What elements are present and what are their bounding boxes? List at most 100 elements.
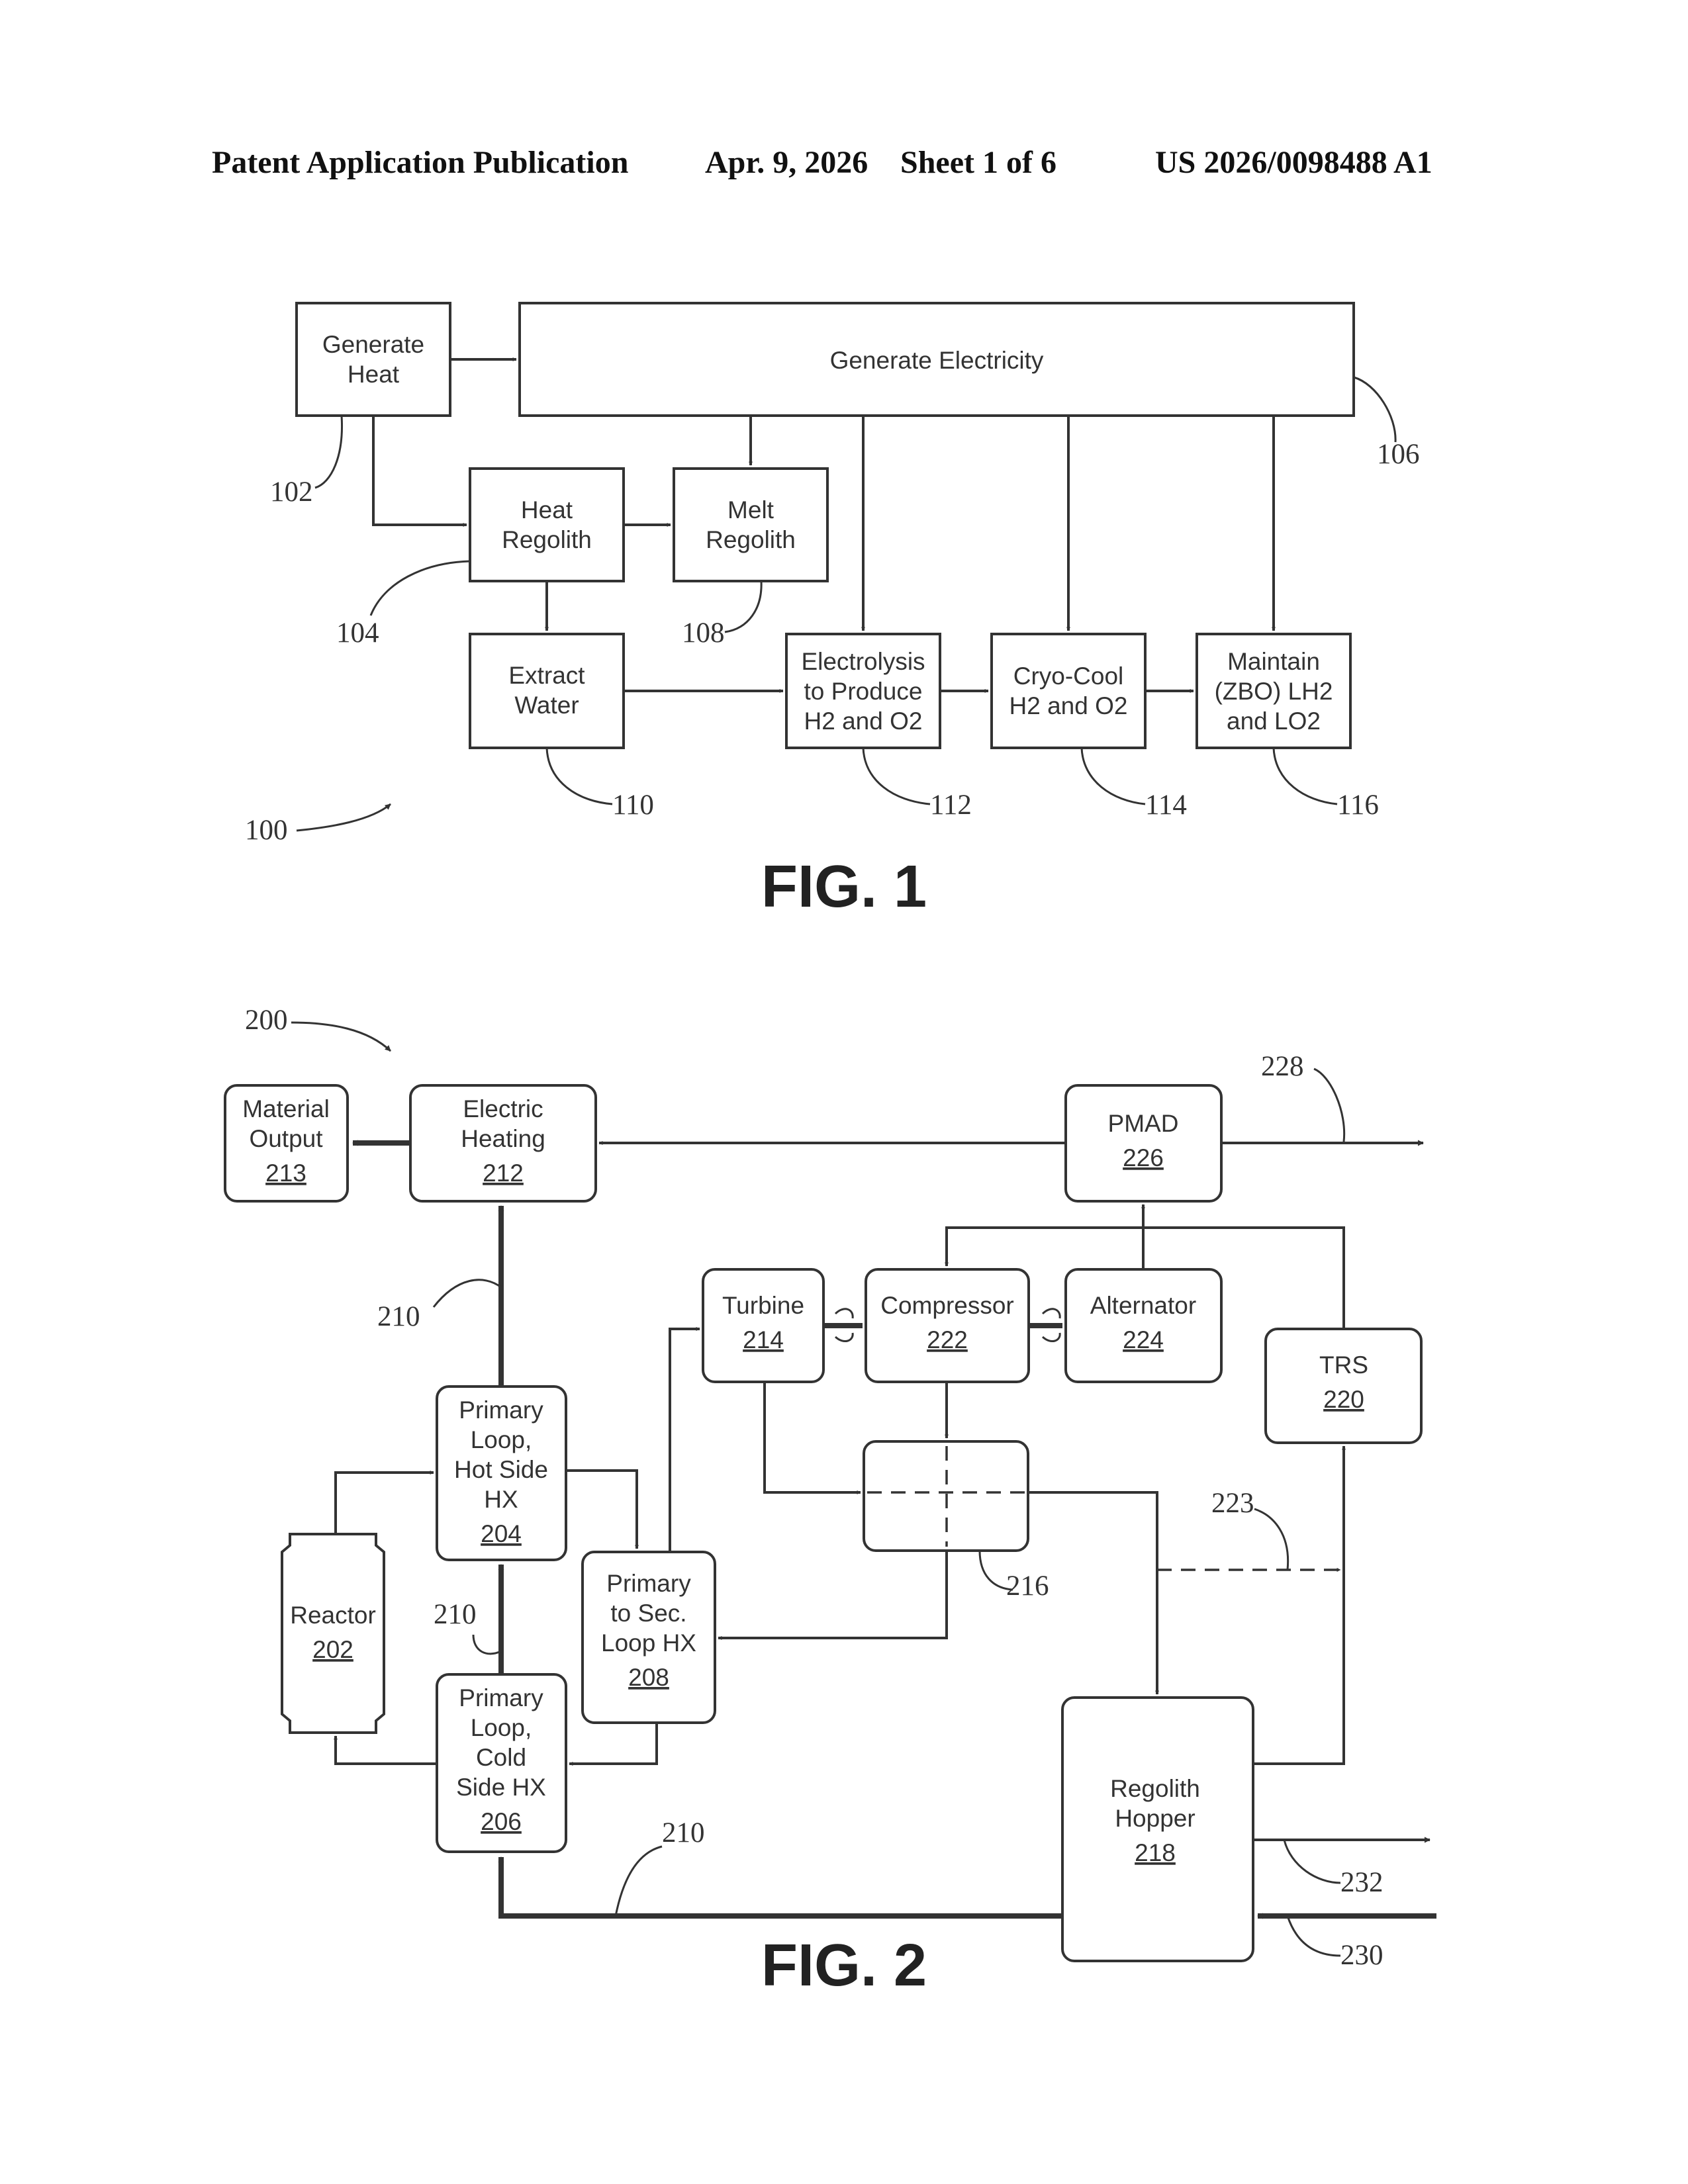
fig1-text-electrolysis-2: to Produce <box>804 678 923 705</box>
fig1-lead-102 <box>315 416 342 488</box>
fig2-text-hopper-1: Regolith <box>1110 1775 1200 1802</box>
fig2-lead-228 <box>1314 1069 1344 1142</box>
fig2-text-hot-side-1: Primary <box>459 1396 543 1424</box>
fig1-text-heat-regolith-1: Heat <box>521 496 573 523</box>
fig2-text-hot-side-4: HX <box>484 1486 518 1513</box>
fig2-arrow-cold-to-reactor <box>336 1736 437 1764</box>
fig1-lead-110 <box>547 748 612 804</box>
fig1-lead-106 <box>1354 377 1395 442</box>
fig2-arrow-recup-to-psx <box>718 1551 947 1638</box>
fig1-lead-108 <box>725 581 761 632</box>
fig2-box-pmad <box>1066 1085 1221 1201</box>
fig2-text-material-output-1: Material <box>242 1095 330 1122</box>
fig2-text-compressor: Compressor <box>880 1292 1014 1319</box>
fig2-text-trs: TRS <box>1319 1351 1368 1379</box>
fig1-box-generate-heat <box>297 303 450 416</box>
fig2-arrow-turbine-to-recup <box>765 1382 861 1492</box>
fig2-lead-230 <box>1288 1916 1340 1956</box>
fig2-arrow-hot-to-psx <box>566 1471 637 1549</box>
fig2-ref-232: 232 <box>1340 1867 1383 1898</box>
fig2-text-turbine: Turbine <box>722 1292 804 1319</box>
fig2-lead-223 <box>1254 1509 1288 1570</box>
fig2-diagram: Material Output 213 Electric Heating 212… <box>225 1005 1436 1999</box>
fig2-text-hopper-2: Hopper <box>1115 1805 1195 1832</box>
fig2-text-alternator: Alternator <box>1090 1292 1196 1319</box>
fig1-box-melt-regolith <box>674 469 827 581</box>
fig2-ref-222: 222 <box>927 1326 968 1353</box>
fig2-ref-218: 218 <box>1135 1839 1176 1866</box>
fig1-ref-106: 106 <box>1377 439 1420 470</box>
fig2-text-electric-heating-2: Heating <box>461 1125 545 1152</box>
fig2-rotation-1 <box>835 1309 853 1318</box>
fig2-arrow-hopper-to-trs <box>1253 1446 1344 1764</box>
fig1-ref-100: 100 <box>245 815 288 846</box>
fig2-box-alternator <box>1066 1269 1221 1382</box>
fig1-text-maintain-2: (ZBO) LH2 <box>1215 678 1333 705</box>
fig2-lead-232 <box>1284 1840 1340 1883</box>
fig1-caption: FIG. 1 <box>761 854 927 920</box>
fig1-ref-110: 110 <box>612 790 654 821</box>
fig1-box-heat-regolith <box>470 469 624 581</box>
fig2-arrow-psx-to-cold <box>569 1723 657 1764</box>
fig2-ref-220: 220 <box>1323 1386 1364 1413</box>
fig2-lead-210-b <box>473 1635 501 1654</box>
fig1-box-extract-water <box>470 634 624 748</box>
fig2-box-turbine <box>703 1269 823 1382</box>
fig2-text-electric-heating-1: Electric <box>463 1095 543 1122</box>
fig2-box-reactor <box>282 1534 384 1733</box>
fig1-lead-114 <box>1082 748 1145 804</box>
fig2-text-cold-side-4: Side HX <box>456 1774 546 1801</box>
fig2-ref-204: 204 <box>481 1520 522 1547</box>
fig2-rotation-4 <box>1043 1333 1060 1342</box>
fig2-ref-210-c: 210 <box>662 1817 705 1848</box>
fig1-ref-112: 112 <box>930 790 972 821</box>
fig2-ref-214: 214 <box>743 1326 784 1353</box>
fig2-text-cold-side-2: Loop, <box>471 1714 532 1741</box>
fig2-text-psx-1: Primary <box>606 1570 691 1597</box>
fig2-lead-210-c <box>616 1846 662 1916</box>
fig1-text-extract-water-2: Water <box>514 692 579 719</box>
fig2-ref-210-b: 210 <box>434 1599 477 1630</box>
fig1-text-maintain-3: and LO2 <box>1227 707 1321 735</box>
fig2-ref-210-a: 210 <box>377 1301 420 1332</box>
fig1-text-electrolysis-1: Electrolysis <box>801 648 925 675</box>
fig2-text-cold-side-3: Cold <box>476 1744 526 1771</box>
fig2-arrow-hopper-to-cold <box>501 1857 1062 1916</box>
fig2-arrow-psx-to-turbine <box>670 1329 700 1552</box>
fig1-text-cryo-cool-2: H2 and O2 <box>1009 692 1128 719</box>
fig1-text-melt-regolith-1: Melt <box>727 496 774 523</box>
fig1-text-maintain-1: Maintain <box>1227 648 1320 675</box>
fig1-text-heat-regolith-2: Regolith <box>502 526 592 553</box>
fig2-text-hot-side-2: Loop, <box>471 1426 532 1453</box>
fig2-arrow-reactor-to-hot <box>336 1473 434 1534</box>
fig1-ref-114: 114 <box>1145 790 1187 821</box>
fig2-rotation-2 <box>835 1333 853 1342</box>
fig1-ref-116: 116 <box>1337 790 1379 821</box>
fig2-ref-216: 216 <box>1006 1570 1049 1602</box>
fig2-text-psx-3: Loop HX <box>601 1629 696 1657</box>
fig2-text-psx-2: to Sec. <box>610 1600 686 1627</box>
fig2-ref-213: 213 <box>265 1160 306 1187</box>
fig1-text-melt-regolith-2: Regolith <box>706 526 796 553</box>
fig1-box-cryo-cool <box>992 634 1145 748</box>
fig1-lead-100 <box>297 804 391 831</box>
fig1-ref-104: 104 <box>336 617 379 649</box>
fig2-text-hot-side-3: Hot Side <box>454 1456 548 1483</box>
fig2-box-compressor <box>866 1269 1029 1382</box>
fig1-text-generate-heat-2: Heat <box>348 361 400 388</box>
fig2-lead-200 <box>291 1023 391 1051</box>
fig2-ref-228: 228 <box>1261 1051 1304 1082</box>
fig1-arrow-heat-to-heat-regolith <box>373 416 467 525</box>
fig1-diagram: Generate Heat Generate Electricity Heat … <box>245 303 1420 920</box>
fig1-text-generate-electricity: Generate Electricity <box>830 347 1044 374</box>
fig2-lead-210-a <box>434 1280 501 1307</box>
fig2-ref-208: 208 <box>628 1664 669 1691</box>
fig2-ref-230: 230 <box>1340 1940 1383 1971</box>
fig2-ref-206: 206 <box>481 1808 522 1835</box>
fig2-text-reactor: Reactor <box>290 1602 376 1629</box>
fig1-lead-104 <box>371 561 470 615</box>
fig2-ref-226: 226 <box>1123 1144 1164 1171</box>
fig1-lead-112 <box>863 748 930 804</box>
fig2-text-material-output-2: Output <box>249 1125 323 1152</box>
